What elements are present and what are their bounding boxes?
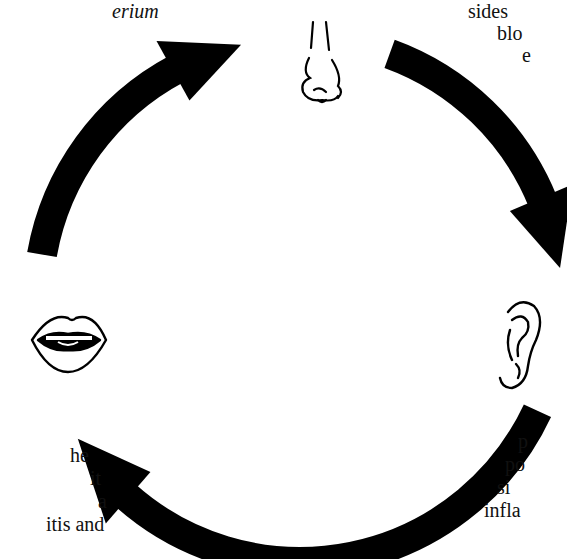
text-fragment: po [505,453,525,475]
arrow-band [390,54,543,202]
arrow-head [156,41,241,100]
nose-icon [302,22,341,102]
text-fragment: sides [468,0,508,22]
text-fragment: si [497,476,510,498]
arrow-band [125,411,538,559]
text-fragment: itis and [46,513,104,535]
cycle-arrows [42,41,567,559]
arrow-head [510,184,567,268]
text-fragment: p [518,430,528,452]
text-fragment: erium [112,0,159,22]
mouth-icon [32,317,106,372]
text-fragment: e [522,44,531,66]
ear-icon [500,302,540,388]
text-fragment: a [98,490,107,512]
text-fragment: infla [484,499,521,521]
text-fragment: he [70,444,89,466]
text-fragment: blo [497,22,523,44]
arrow-band [42,69,177,255]
text-fragment: it [90,467,101,489]
